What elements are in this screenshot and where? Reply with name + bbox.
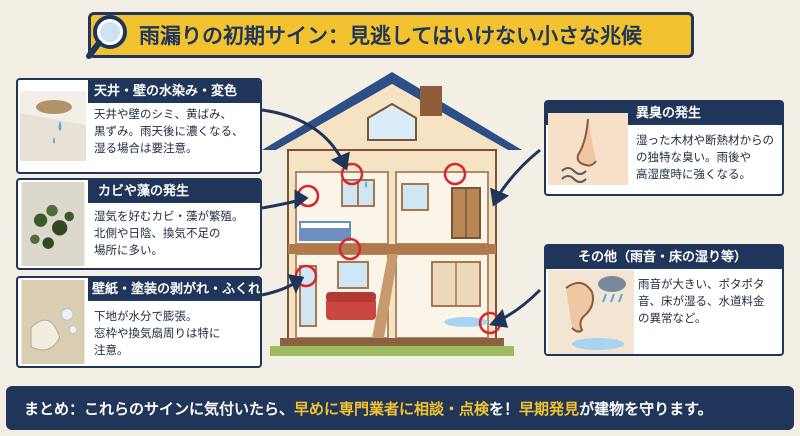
card-odor-line-1: 湿った木材や断熱材からの bbox=[636, 133, 774, 147]
card-wallpaper: 壁紙・塗装の剥がれ・ふくれ 下地が水分で膨張。 窓枠や換気扇周りは特に 注意。 bbox=[16, 276, 262, 368]
card-odor-line-2: の独特な臭い。雨後や bbox=[636, 150, 751, 164]
summary-banner: まとめ：これらのサインに気付いたら、 早めに専門業者に相談・点検 を！ 早期発見… bbox=[6, 386, 794, 430]
card-ceiling-heading: 天井・壁の水染み・変色 bbox=[88, 80, 260, 103]
peeling-wallpaper-icon bbox=[21, 280, 85, 364]
page-title-banner: 雨漏りの初期サイン：見逃してはいけない小さな兆候 bbox=[88, 12, 694, 58]
card-ceiling-stains: 天井・壁の水染み・変色 天井や壁のシミ、黄ばみ、 黒ずみ。雨天後に濃くなる、 湿… bbox=[16, 78, 262, 174]
summary-prefix: まとめ：これらのサインに気付いたら、 bbox=[24, 399, 295, 418]
summary-highlight-consult: 早めに専門業者に相談・点検 bbox=[294, 399, 490, 418]
card-ceiling-line-2: 黒ずみ。雨天後に濃くなる、 bbox=[94, 124, 244, 138]
card-other: その他（雨音・床の湿り等） 雨音が大きい、ポタポタ 音、床が湿る、水道料金 の異… bbox=[544, 244, 784, 356]
card-other-heading: その他（雨音・床の湿り等） bbox=[546, 246, 782, 269]
summary-highlight-early: 早期発見 bbox=[519, 399, 580, 418]
card-other-line-3: の異常など。 bbox=[638, 311, 707, 325]
ear-rain-icon bbox=[548, 270, 634, 354]
ceiling-stain-icon bbox=[20, 91, 86, 161]
card-ceiling-line-3: 湿る場合は要注意。 bbox=[94, 141, 198, 155]
summary-suffix: が建物を守ります。 bbox=[579, 399, 713, 418]
mold-icon bbox=[21, 182, 85, 266]
summary-middle: を！ bbox=[489, 399, 520, 418]
card-mold-heading: カビや藻の発生 bbox=[88, 180, 260, 203]
card-ceiling-line-1: 天井や壁のシミ、黄ばみ、 bbox=[94, 107, 232, 121]
card-odor-line-3: 高湿度時に強くなる。 bbox=[636, 167, 751, 181]
card-wallpaper-line-1: 下地が水分で膨張。 bbox=[94, 309, 198, 323]
card-wallpaper-line-2: 窓枠や換気扇周りは特に bbox=[94, 326, 221, 340]
card-wallpaper-heading: 壁紙・塗装の剥がれ・ふくれ bbox=[88, 278, 260, 301]
card-mold-line-2: 北側や日陰、換気不足の bbox=[94, 226, 221, 240]
card-other-line-2: 音、床が湿る、水道料金 bbox=[638, 294, 765, 308]
page-title: 雨漏りの初期サイン：見逃してはいけない小さな兆候 bbox=[139, 24, 642, 48]
card-other-line-1: 雨音が大きい、ポタポタ bbox=[638, 277, 765, 291]
card-mold: カビや藻の発生 湿気を好むカビ・藻が繁殖。 北側や日陰、換気不足の 場所に多い。 bbox=[16, 178, 262, 270]
magnifier-icon bbox=[86, 15, 127, 59]
card-wallpaper-line-3: 注意。 bbox=[94, 343, 129, 357]
nose-icon bbox=[548, 113, 628, 185]
card-odor: 異臭の発生 湿った木材や断熱材からの の独特な臭い。雨後や 高湿度時に強くなる。 bbox=[544, 100, 784, 196]
card-mold-line-1: 湿気を好むカビ・藻が繁殖。 bbox=[94, 209, 244, 223]
pointer-arrows bbox=[261, 108, 542, 328]
card-mold-line-3: 場所に多い。 bbox=[94, 243, 163, 257]
